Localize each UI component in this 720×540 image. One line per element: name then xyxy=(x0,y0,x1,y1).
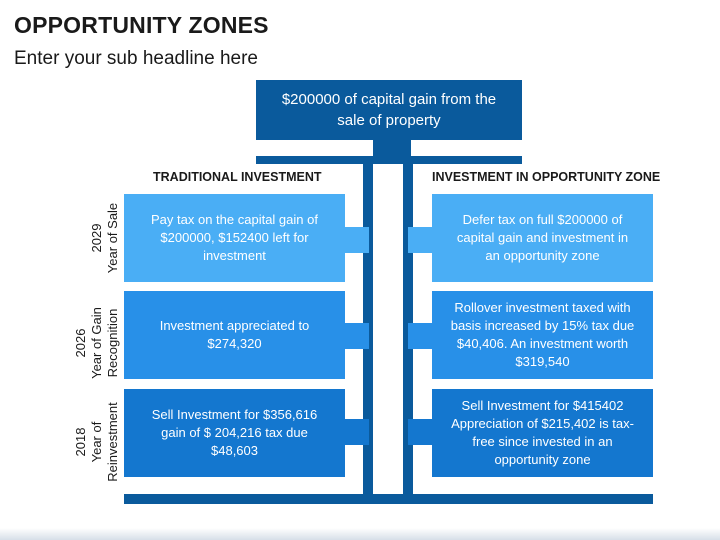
page-subtitle: Enter your sub headline here xyxy=(14,48,258,69)
row1-year: 2029 xyxy=(89,223,104,253)
row2-right-tab xyxy=(408,323,432,349)
row1-opportunity-box: Defer tax on full $200000 of capital gai… xyxy=(432,194,653,282)
capital-gain-box: $200000 of capital gain from the sale of… xyxy=(256,80,522,140)
row3-right-tab xyxy=(408,419,432,445)
row3-label: 2018 Year of Reinvestment xyxy=(67,367,127,517)
connector-stem xyxy=(373,140,411,156)
row1-right-tab xyxy=(408,227,432,253)
row3-traditional-text: Sell Investment for $356,616 gain of $ 2… xyxy=(151,407,318,458)
row1-left-tab xyxy=(345,227,369,253)
row3-opportunity-box: Sell Investment for $415402 Appreciation… xyxy=(432,389,653,477)
spine-gap xyxy=(373,164,403,494)
row3-caption: Year of Reinvestment xyxy=(89,402,120,482)
row1-traditional-text: Pay tax on the capital gain of $200000, … xyxy=(151,212,318,263)
page-title: OPPORTUNITY ZONES xyxy=(14,12,269,38)
row2-traditional-box: Investment appreciated to $274,320 xyxy=(124,291,345,379)
capital-gain-text: $200000 of capital gain from the sale of… xyxy=(281,91,497,129)
row1-opportunity-text: Defer tax on full $200000 of capital gai… xyxy=(456,212,629,263)
bottom-bar xyxy=(124,494,653,504)
row3-left-tab xyxy=(345,419,369,445)
row3-opportunity-text: Sell Investment for $415402 Appreciation… xyxy=(451,398,634,467)
row3-traditional-box: Sell Investment for $356,616 gain of $ 2… xyxy=(124,389,345,477)
row2-opportunity-box: Rollover investment taxed with basis inc… xyxy=(432,291,653,379)
row2-left-tab xyxy=(345,323,369,349)
row2-traditional-text: Investment appreciated to $274,320 xyxy=(159,318,310,351)
row1-caption: Year of Sale xyxy=(105,202,120,274)
column-header-opportunity-zone: INVESTMENT IN OPPORTUNITY ZONE xyxy=(432,170,661,184)
row3-year: 2018 xyxy=(73,427,88,457)
column-header-traditional: TRADITIONAL INVESTMENT xyxy=(153,170,322,184)
row1-traditional-box: Pay tax on the capital gain of $200000, … xyxy=(124,194,345,282)
row2-opportunity-text: Rollover investment taxed with basis inc… xyxy=(450,300,635,369)
row2-year: 2026 xyxy=(73,328,88,358)
footer-band xyxy=(0,528,720,540)
connector-crossbar xyxy=(256,156,522,164)
